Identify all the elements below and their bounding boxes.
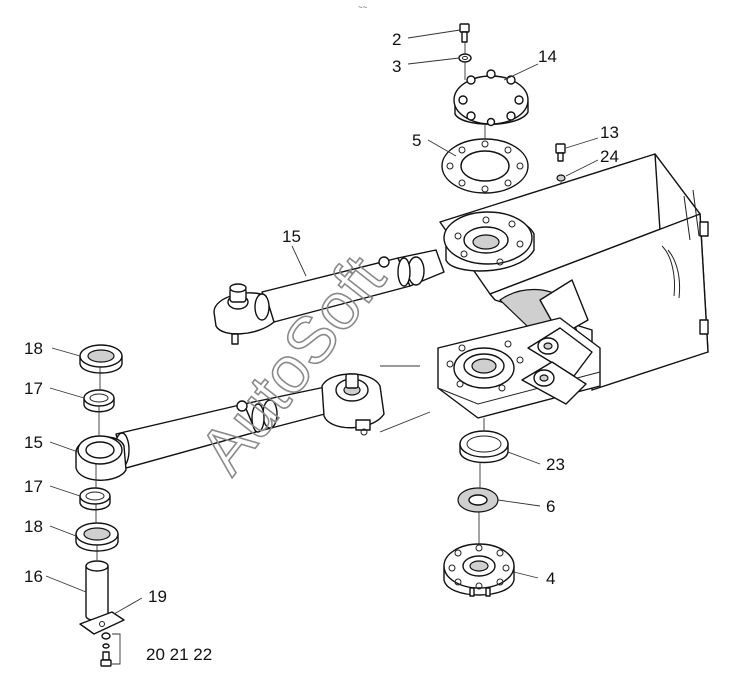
hydraulic-cylinder-upper bbox=[213, 249, 445, 345]
bolt-2 bbox=[459, 23, 470, 43]
callout-15-upper: 15 bbox=[282, 227, 301, 246]
callout-18-upper: 18 bbox=[24, 339, 43, 358]
bushing-17-upper bbox=[83, 389, 115, 413]
callout-14: 14 bbox=[538, 47, 557, 66]
callout-4: 4 bbox=[546, 569, 555, 588]
callout-20-21-22: 20 21 22 bbox=[146, 645, 212, 664]
callout-3: 3 bbox=[392, 57, 401, 76]
callout-17-lower: 17 bbox=[24, 477, 43, 496]
callout-16: 16 bbox=[24, 567, 43, 586]
callout-15-lower: 15 bbox=[24, 433, 43, 452]
callout-24: 24 bbox=[600, 147, 619, 166]
callout-2: 2 bbox=[392, 30, 401, 49]
pin-16 bbox=[85, 560, 109, 622]
upper-pivot-flange bbox=[443, 211, 535, 272]
callout-6: 6 bbox=[546, 497, 555, 516]
washer-3 bbox=[458, 53, 472, 63]
lock-plate-19 bbox=[79, 611, 125, 635]
callout-13: 13 bbox=[600, 123, 619, 142]
lower-frame-plate bbox=[437, 317, 601, 419]
callout-23: 23 bbox=[546, 455, 565, 474]
bolt-washer-set-20-21-22 bbox=[100, 632, 112, 667]
bottom-flange-4 bbox=[443, 543, 515, 597]
watermark: AutoSoft bbox=[185, 242, 399, 487]
washer-24 bbox=[556, 174, 566, 182]
bushing-17-lower bbox=[79, 487, 111, 511]
dust-seal-18-upper bbox=[79, 344, 123, 374]
bolt-13 bbox=[555, 143, 566, 162]
callout-19: 19 bbox=[148, 587, 167, 606]
callout-5: 5 bbox=[412, 131, 421, 150]
callout-17-upper: 17 bbox=[24, 379, 43, 398]
header-mark: ~~ bbox=[358, 3, 368, 12]
gasket-5 bbox=[441, 138, 529, 194]
hydraulic-cylinder-lower bbox=[75, 373, 385, 481]
seal-ring-23 bbox=[459, 430, 509, 464]
callout-18-lower: 18 bbox=[24, 517, 43, 536]
thrust-washer-6 bbox=[457, 487, 499, 513]
